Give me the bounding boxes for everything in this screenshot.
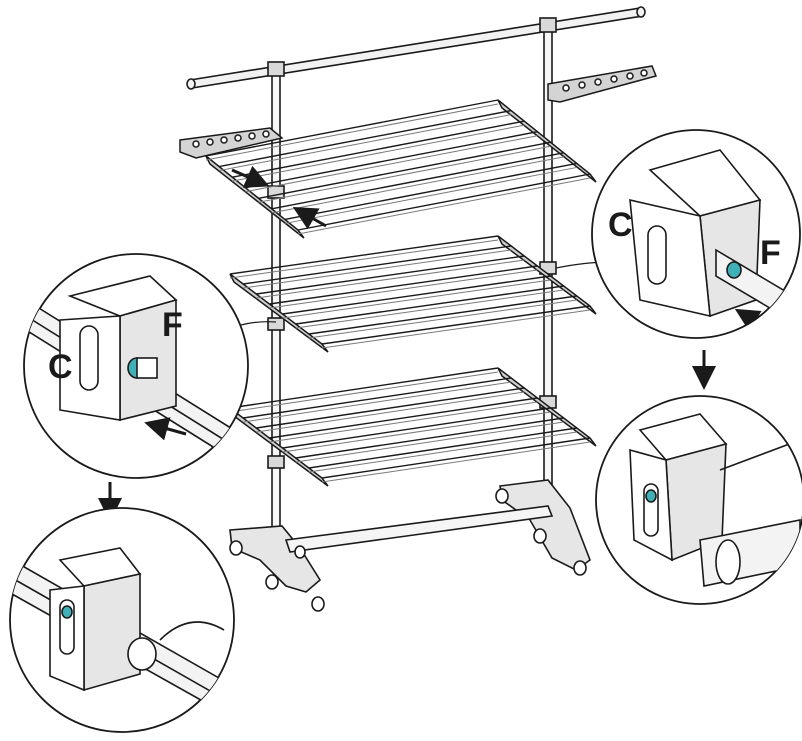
shelf-rail — [229, 235, 499, 275]
shelf-rail — [295, 285, 564, 325]
right-wing — [547, 65, 658, 103]
shelf-rail-shadow — [269, 269, 538, 309]
shelf-end-frame — [205, 155, 305, 239]
shelf-rail-shadow — [321, 309, 591, 349]
shelf-end-frame — [497, 235, 597, 315]
shelf-rail-shadow — [229, 371, 499, 413]
callout-label-c: C — [48, 348, 73, 386]
shelf-rail — [219, 109, 512, 168]
shelf-rail — [321, 305, 591, 345]
locking-pin — [645, 489, 657, 503]
right-base-foot — [499, 479, 591, 571]
insertion-arrows — [231, 165, 327, 230]
shelf-rail-shadow — [308, 299, 577, 339]
shelf-rail-shadow — [256, 391, 525, 433]
shelf-rail-shadow — [232, 124, 525, 182]
shelf-rail-shadow — [295, 289, 564, 329]
shelf-rail — [205, 99, 499, 157]
locking-pin — [61, 605, 73, 619]
shelf-rail — [321, 437, 591, 479]
shelf-rail — [269, 265, 538, 305]
shelf-rail-shadow — [205, 103, 499, 161]
shelf-rail — [284, 162, 577, 221]
shelf-rail — [295, 417, 564, 459]
shelf-rail-shadow — [297, 177, 591, 235]
arrow-icon — [231, 165, 270, 188]
detail-circle-left-lower — [9, 507, 235, 733]
callout-label-c: C — [608, 206, 633, 244]
shelf-rail-shadow — [284, 166, 577, 224]
base — [229, 479, 591, 593]
arrow-icon — [292, 207, 327, 230]
detail-circle-right-lower — [595, 395, 802, 605]
casters — [229, 488, 587, 612]
shelf-rail — [308, 295, 577, 335]
shelf-rail — [245, 131, 538, 189]
caster-wheel — [533, 528, 547, 544]
shelf-rail — [282, 407, 551, 449]
left-wing — [179, 127, 284, 159]
shelf-rail — [243, 377, 512, 419]
shelf-rail-shadow — [256, 259, 525, 299]
shelf-rail — [271, 152, 564, 210]
shelf-rail-shadow — [295, 421, 564, 463]
locking-pin — [726, 261, 742, 279]
callout-label-f: F — [162, 306, 183, 344]
caster-wheel — [573, 560, 587, 576]
shelf-rail-shadow — [243, 381, 512, 423]
shelf-rail — [258, 141, 551, 199]
upright-poles — [267, 17, 557, 547]
shelf-rail-shadow — [308, 431, 577, 473]
caster-wheel — [229, 540, 243, 556]
shelf-rail — [269, 397, 538, 439]
caster-wheel — [495, 488, 509, 504]
shelf-rail-shadow — [282, 279, 551, 319]
shelf-rail — [256, 255, 525, 295]
caster-wheel — [294, 545, 306, 559]
shelf-rail — [308, 427, 577, 469]
shelf-rail — [297, 173, 591, 231]
shelf-rail-shadow — [269, 401, 538, 443]
shelf-rail-shadow — [321, 441, 591, 483]
caster-wheel — [265, 574, 279, 590]
shelf-rail-shadow — [229, 239, 499, 279]
shelf-rail — [282, 275, 551, 315]
shelf-rail-shadow — [282, 411, 551, 453]
shelf-end-frame — [497, 367, 597, 447]
shelf-rail — [232, 120, 525, 178]
shelf-level-2 — [229, 235, 597, 353]
shelf-rail-shadow — [271, 156, 564, 214]
shelf-end-frame — [497, 99, 597, 183]
shelf-level-1 — [205, 99, 597, 239]
callout-label-f: F — [760, 234, 781, 272]
shelf-rail — [229, 367, 499, 409]
shelf-rail-shadow — [219, 114, 512, 172]
top-hanging-bar — [186, 6, 646, 90]
detail-circle-right-upper: C F — [591, 129, 801, 339]
shelf-level-3 — [229, 367, 597, 487]
shelves — [205, 99, 597, 487]
arrow-icon — [144, 417, 187, 441]
detail-circle-left-upper: C F — [23, 253, 249, 479]
shelf-rail — [243, 245, 512, 285]
shelf-rail-shadow — [243, 249, 512, 289]
shelf-end-frame — [229, 273, 329, 353]
shelf-rail-shadow — [258, 145, 551, 203]
shelf-rail — [256, 387, 525, 429]
shelf-rail-shadow — [245, 135, 538, 193]
caster-wheel — [311, 596, 325, 612]
lower-cross-bar — [284, 505, 554, 553]
